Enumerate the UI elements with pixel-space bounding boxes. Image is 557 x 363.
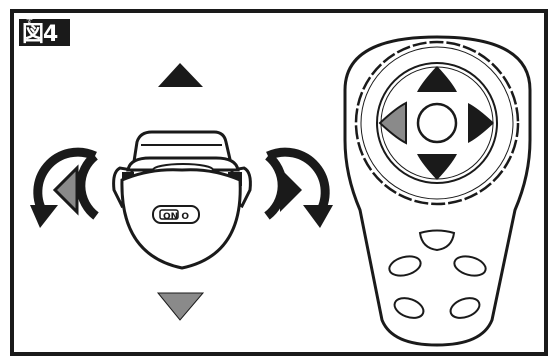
remote-controller [343,35,532,347]
rotate-left-icon [30,147,99,228]
dpad-center-button [416,102,458,144]
rotate-right-icon [264,147,333,228]
toy-switch-label: ON O [163,212,189,222]
dpad-icon [378,66,494,180]
remote-button-low-right [449,297,481,319]
remote-button-mid-right [453,255,487,277]
figure-label-ruby: ず [26,18,33,26]
figure-label: 図4 [22,22,58,47]
figure-frame [10,9,548,356]
figure-label-box: ず 図4 [19,19,70,46]
remote-button-low-left [393,297,425,319]
arrow-down-icon [156,292,205,321]
remote-button-top [418,229,456,252]
toy-robot: ON O [112,130,252,270]
remote-button-mid-left [388,255,422,277]
arrow-up-icon [158,63,203,87]
